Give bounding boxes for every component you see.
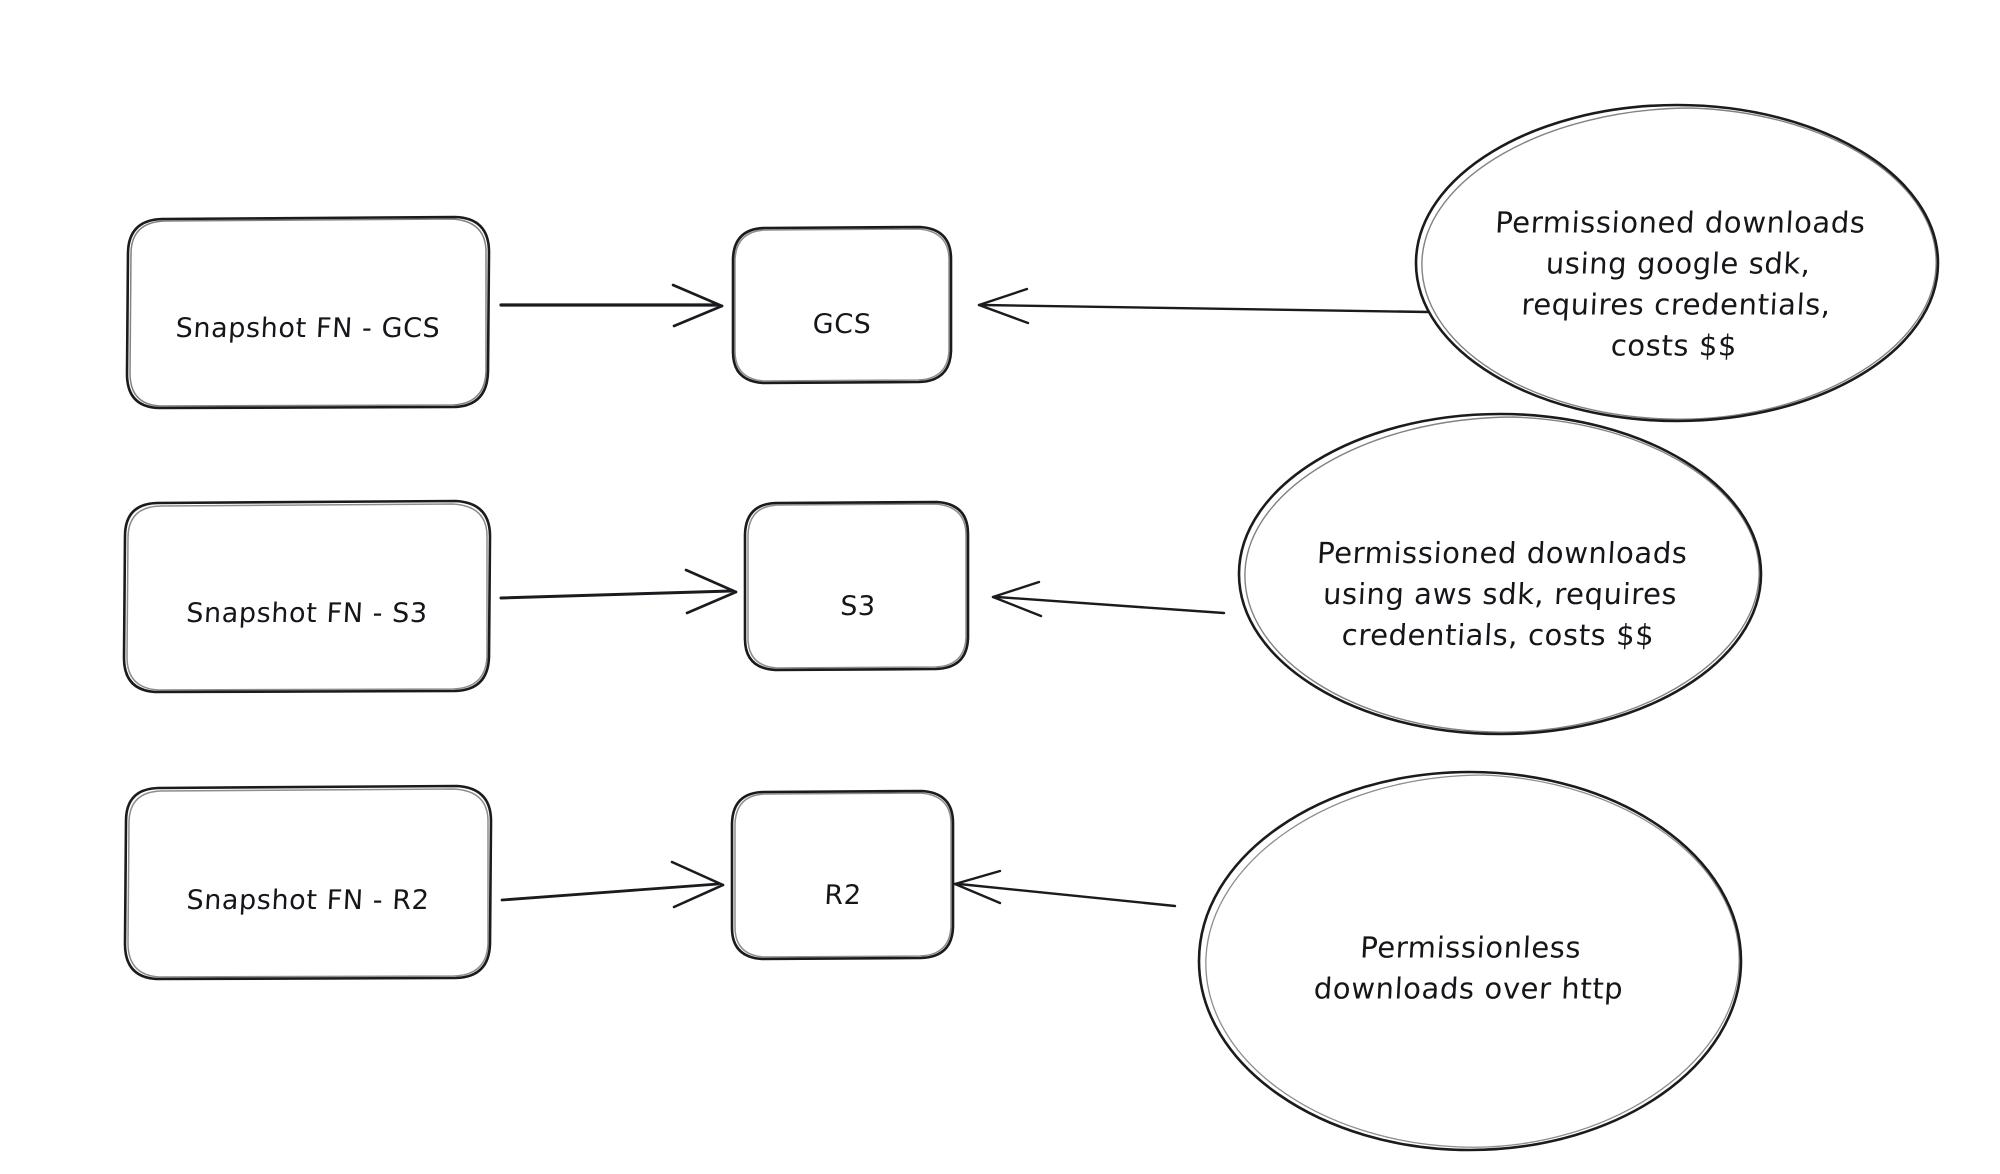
node-snapshot-fn-s3-shape[interactable] bbox=[122, 499, 492, 694]
node-s3-shape[interactable] bbox=[743, 500, 970, 672]
note-r2-bubble-shape[interactable] bbox=[1197, 770, 1743, 1152]
edge-snapshot-fn-r2-to-r2 bbox=[500, 860, 725, 909]
edge-snapshot-fn-s3-to-s3 bbox=[499, 568, 738, 615]
note-gcs-bubble-shape[interactable] bbox=[1414, 103, 1940, 423]
node-snapshot-fn-gcs-shape[interactable] bbox=[125, 215, 491, 410]
node-snapshot-fn-r2-shape[interactable] bbox=[123, 784, 493, 981]
edge-note-to-s3 bbox=[991, 580, 1226, 618]
note-s3-bubble-shape[interactable] bbox=[1237, 412, 1763, 736]
node-r2-shape[interactable] bbox=[730, 789, 955, 961]
node-gcs-shape[interactable] bbox=[731, 225, 953, 385]
edge-snapshot-fn-gcs-to-gcs bbox=[499, 283, 724, 328]
edge-note-to-gcs bbox=[977, 287, 1430, 325]
edge-note-to-r2 bbox=[953, 869, 1177, 908]
